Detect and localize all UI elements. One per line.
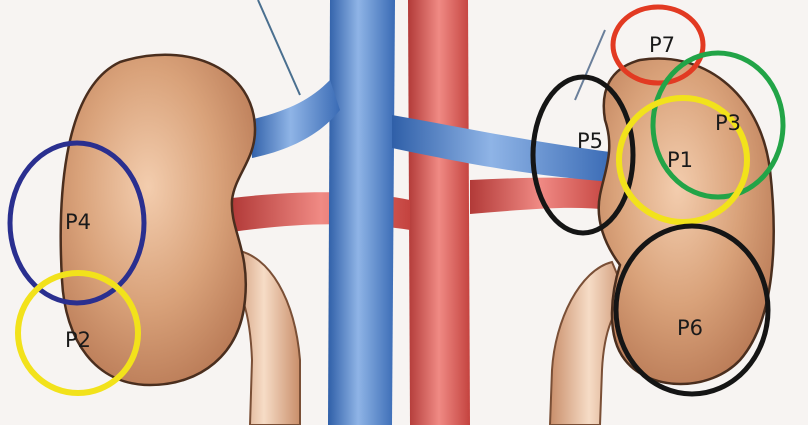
region-label-p6: P6 — [677, 316, 703, 340]
region-label-p4: P4 — [65, 210, 91, 234]
region-label-p2: P2 — [65, 328, 91, 352]
region-label-p3: P3 — [715, 111, 741, 135]
region-label-p1: P1 — [667, 148, 693, 172]
aorta — [408, 0, 470, 425]
vena-cava — [328, 0, 395, 425]
region-label-p7: P7 — [649, 33, 675, 57]
region-label-p5: P5 — [577, 129, 603, 153]
